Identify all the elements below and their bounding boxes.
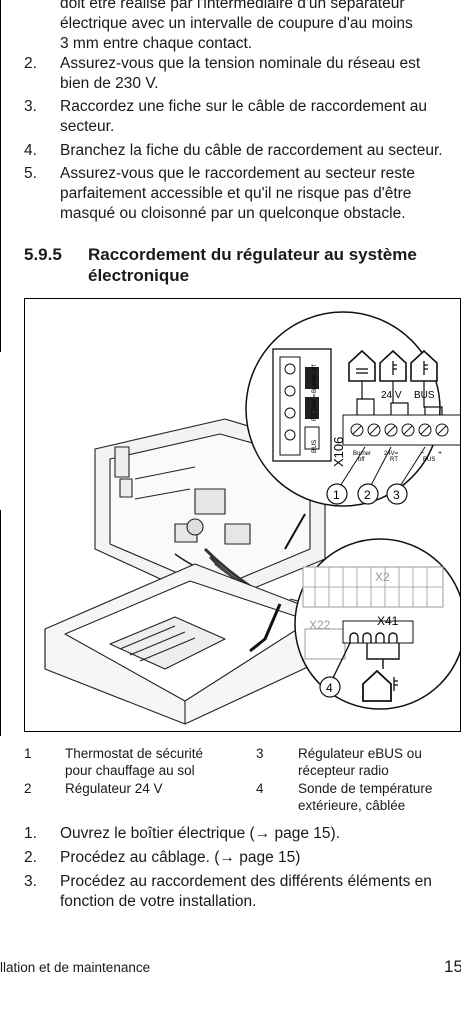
step-text: Ouvrez le boîtier électrique (→ page 15)… xyxy=(60,825,340,842)
legend-line: récepteur radio xyxy=(298,763,389,778)
step-number: 3. xyxy=(24,873,37,890)
step-number: 1. xyxy=(24,825,37,842)
intro-paragraph: doit être réalisé par l'intermédiaire d'… xyxy=(60,0,455,54)
step-number: 2. xyxy=(24,849,37,866)
step-text: Assurez-vous que le raccordement au sect… xyxy=(60,165,415,182)
sub-label-off: off xyxy=(358,457,365,463)
sub-label-plus: + xyxy=(438,450,442,457)
step-text: Branchez la fiche du câble de raccordeme… xyxy=(60,142,443,159)
step-text: Raccordez une fiche sur le câble de racc… xyxy=(60,98,428,115)
step-number: 5. xyxy=(24,165,37,182)
footer-title: llation et de maintenance xyxy=(0,960,151,975)
step-text: masqué ou cloisonné par un quelconque ob… xyxy=(60,205,406,222)
intro-line: doit être réalisé par l'intermédiaire d'… xyxy=(60,0,405,12)
plug-label-burner: Burner off xyxy=(311,364,318,393)
bus-label: BUS xyxy=(414,390,435,401)
margin-rule-top xyxy=(0,0,1,352)
step-text: fonction de votre installation. xyxy=(60,893,257,910)
step-number: 4. xyxy=(24,142,37,159)
x22-label: X22 xyxy=(309,618,331,632)
legend-num: 3 xyxy=(256,746,264,761)
sub-label-minus: − xyxy=(420,450,424,457)
sub-label-24v: 24V= xyxy=(384,451,399,457)
x2-label: X2 xyxy=(375,570,390,584)
legend-num: 4 xyxy=(256,781,264,796)
legend-num: 2 xyxy=(24,781,32,796)
legend-line: Thermostat de sécurité xyxy=(65,746,204,761)
wiring-illustration: X106 Burner off RT 24V = BUS 24 V BUS Bu… xyxy=(44,311,461,725)
step-text: Procédez au câblage. (→ page 15) xyxy=(60,849,301,866)
step-number: 3. xyxy=(24,98,37,115)
sub-label-bus: BUS xyxy=(423,457,435,463)
step-text: bien de 230 V. xyxy=(60,75,159,92)
outdoor-sensor-icon xyxy=(362,669,392,702)
section-title: Raccordement du régulateur au système xyxy=(88,245,417,264)
section-number: 5.9.5 xyxy=(24,245,62,264)
callout-4: 4 xyxy=(326,681,333,695)
sub-label-burner: Burner xyxy=(353,451,371,457)
intro-line: 3 mm entre chaque contact. xyxy=(60,35,253,52)
sub-label-rt: RT xyxy=(390,457,398,463)
zoom-terminal-x106 xyxy=(245,311,461,507)
legend-line: pour chauffage au sol xyxy=(65,763,195,778)
intro-line: électrique avec un intervalle de coupure… xyxy=(60,15,413,32)
legend-line: Régulateur eBUS ou xyxy=(298,746,422,761)
x106-label: X106 xyxy=(331,437,346,467)
legend-text: Thermostat de sécurité pour chauffage au… xyxy=(65,745,235,779)
step-text: Assurez-vous que la tension nominale du … xyxy=(60,55,421,72)
zoom-board-x41 xyxy=(294,538,461,710)
plug-label-rt: RT 24V = xyxy=(311,393,318,421)
legend-line: Sonde de température xyxy=(298,781,433,796)
legend-text: Régulateur 24 V xyxy=(65,780,235,797)
legend-text: Sonde de température extérieure, câblée xyxy=(298,780,458,814)
legend-num: 1 xyxy=(24,746,32,761)
section-title: électronique xyxy=(88,266,190,285)
callout-1: 1 xyxy=(333,488,340,502)
step-text: Procédez au raccordement des différents … xyxy=(60,873,432,890)
page-number: 15 xyxy=(444,957,461,976)
wiring-figure: X106 Burner off RT 24V = BUS 24 V BUS Bu… xyxy=(24,298,461,732)
volt-label: 24 V xyxy=(381,390,402,401)
callout-2: 2 xyxy=(364,488,371,502)
legend-line: extérieure, câblée xyxy=(298,798,406,813)
plug-label-bus: BUS xyxy=(311,439,318,453)
margin-rule-bottom xyxy=(0,510,1,736)
step-number: 2. xyxy=(24,55,37,72)
legend-line: Régulateur 24 V xyxy=(65,781,163,796)
callout-3: 3 xyxy=(393,488,400,502)
step-text: secteur. xyxy=(60,118,115,135)
step-text: parfaitement accessible et qu'il ne risq… xyxy=(60,185,412,202)
x41-label: X41 xyxy=(377,614,399,628)
legend-text: Régulateur eBUS ou récepteur radio xyxy=(298,745,458,779)
